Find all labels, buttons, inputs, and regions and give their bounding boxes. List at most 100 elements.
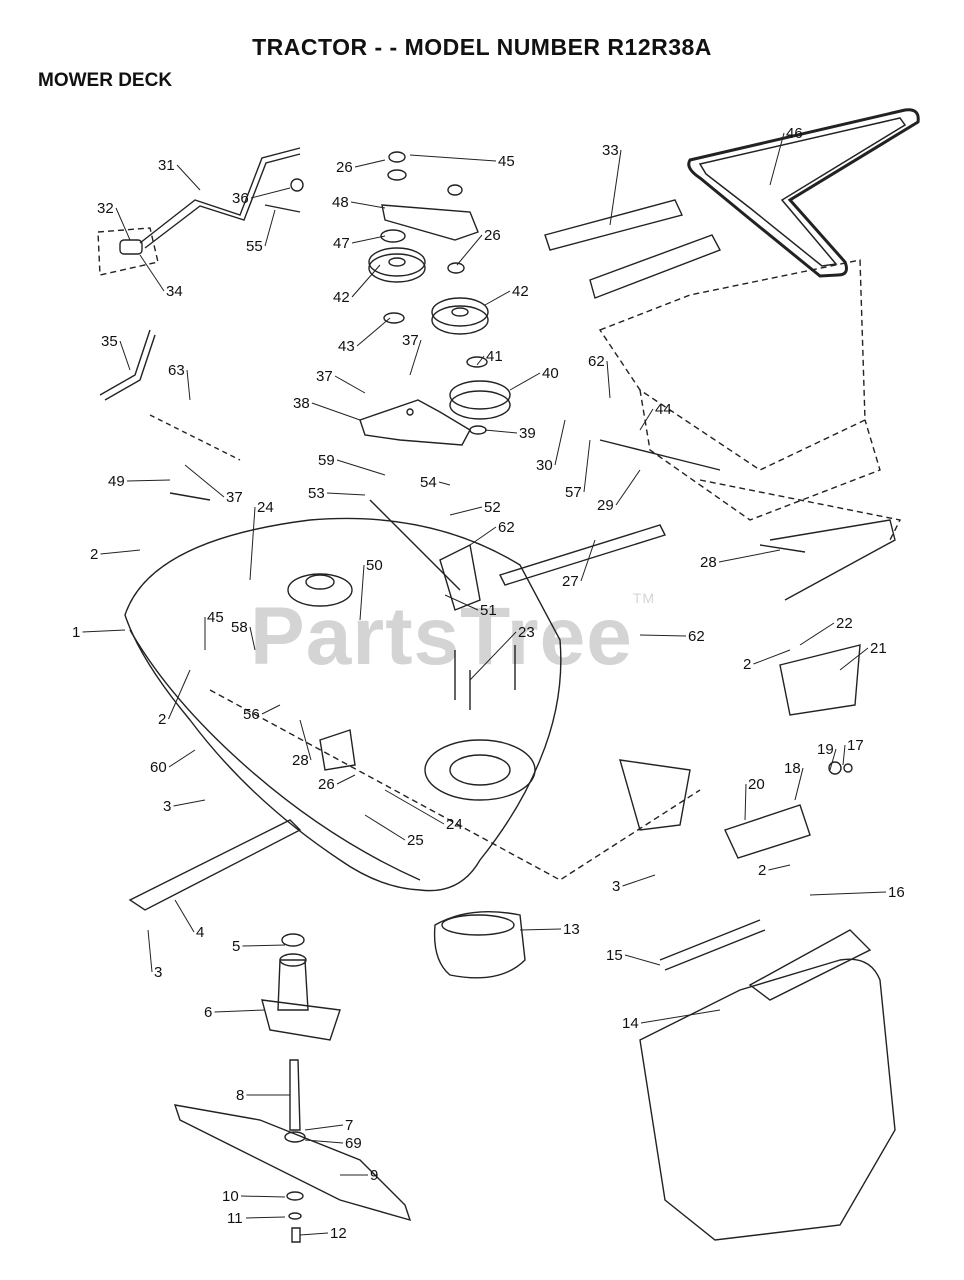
callout-45: 45	[498, 153, 515, 170]
leader-line	[304, 1139, 344, 1144]
callout-52: 52	[484, 499, 501, 516]
leader-line	[622, 874, 656, 887]
callout-42: 42	[333, 289, 350, 306]
callout-22: 22	[836, 615, 853, 632]
callout-39: 39	[519, 425, 536, 442]
callout-35: 35	[101, 333, 118, 350]
callout-2: 2	[90, 546, 98, 563]
leader-line	[176, 164, 201, 191]
leader-line	[718, 549, 781, 563]
callout-4: 4	[196, 924, 204, 941]
callout-58: 58	[231, 619, 248, 636]
callout-32: 32	[97, 200, 114, 217]
leader-line	[240, 1195, 286, 1198]
callout-49: 49	[108, 473, 125, 490]
callout-26: 26	[484, 227, 501, 244]
callout-26: 26	[336, 159, 353, 176]
leader-line	[609, 149, 622, 226]
leader-line	[168, 669, 191, 720]
callout-57: 57	[565, 484, 582, 501]
callout-14: 14	[622, 1015, 639, 1032]
leader-line	[615, 469, 641, 506]
leader-line	[456, 234, 483, 266]
callout-25: 25	[407, 832, 424, 849]
callout-2: 2	[158, 711, 166, 728]
callout-27: 27	[562, 573, 579, 590]
callout-3: 3	[163, 798, 171, 815]
leader-line	[744, 783, 747, 821]
spindle-and-blade-drawing	[128, 819, 412, 1243]
callout-28: 28	[700, 554, 717, 571]
callout-63: 63	[168, 362, 185, 379]
leader-line	[449, 506, 483, 516]
leader-line	[640, 1009, 721, 1024]
pulley-assembly-drawing	[368, 151, 511, 435]
callout-2: 2	[743, 656, 751, 673]
leader-line	[583, 439, 591, 493]
leader-line	[356, 317, 391, 347]
callout-44: 44	[655, 401, 672, 418]
callout-37: 37	[226, 489, 243, 506]
leader-line	[409, 154, 497, 162]
leader-line	[624, 954, 661, 966]
linkage-rods-drawing	[99, 329, 896, 601]
leader-line	[100, 549, 141, 555]
callout-47: 47	[333, 235, 350, 252]
leader-line	[119, 340, 131, 371]
leader-line	[554, 419, 566, 466]
leader-line	[168, 749, 196, 768]
chute-and-guard-drawing	[433, 644, 896, 1241]
mower-deck-drawing	[124, 517, 701, 892]
leader-line	[249, 506, 256, 581]
leader-line	[304, 1124, 344, 1131]
callout-36: 36	[232, 190, 249, 207]
leader-line	[350, 201, 386, 209]
leader-line	[214, 1009, 266, 1013]
leader-line	[438, 481, 451, 486]
leader-line	[469, 526, 497, 546]
callout-55: 55	[246, 238, 263, 255]
leader-line	[184, 464, 225, 498]
leader-line	[842, 744, 846, 766]
leader-line	[245, 1216, 286, 1219]
leader-line	[359, 564, 365, 621]
leader-line	[299, 1232, 329, 1236]
callout-69: 69	[345, 1135, 362, 1152]
leader-line	[580, 539, 596, 582]
lift-rod-drawing	[97, 147, 304, 276]
callout-5: 5	[232, 938, 240, 955]
callout-11: 11	[227, 1210, 243, 1227]
leader-line	[839, 647, 869, 671]
leader-line	[639, 408, 654, 431]
leader-line	[519, 928, 562, 931]
callout-18: 18	[784, 760, 801, 777]
callout-24: 24	[257, 499, 274, 516]
leader-line	[469, 631, 517, 681]
callout-15: 15	[606, 947, 623, 964]
callout-29: 29	[597, 497, 614, 514]
callout-62: 62	[498, 519, 515, 536]
callout-53: 53	[308, 485, 325, 502]
leader-line	[829, 748, 837, 771]
leader-line	[606, 360, 611, 399]
callout-48: 48	[332, 194, 349, 211]
callout-42: 42	[512, 283, 529, 300]
callout-24: 24	[446, 816, 463, 833]
callout-10: 10	[222, 1188, 239, 1205]
watermark-trademark: TM	[632, 590, 656, 606]
callout-6: 6	[204, 1004, 212, 1021]
leader-line	[299, 719, 312, 761]
callout-12: 12	[330, 1225, 347, 1242]
leader-line	[250, 187, 291, 199]
callout-38: 38	[293, 395, 310, 412]
leader-lines	[82, 132, 887, 1236]
leader-line	[364, 814, 406, 841]
callout-31: 31	[158, 157, 175, 174]
callout-3: 3	[154, 964, 162, 981]
callout-37: 37	[402, 332, 419, 349]
leader-line	[261, 704, 281, 715]
leader-line	[174, 899, 195, 933]
page-title: TRACTOR - - MODEL NUMBER R12R38A	[252, 34, 712, 60]
leader-line	[351, 264, 381, 298]
callout-33: 33	[602, 142, 619, 159]
